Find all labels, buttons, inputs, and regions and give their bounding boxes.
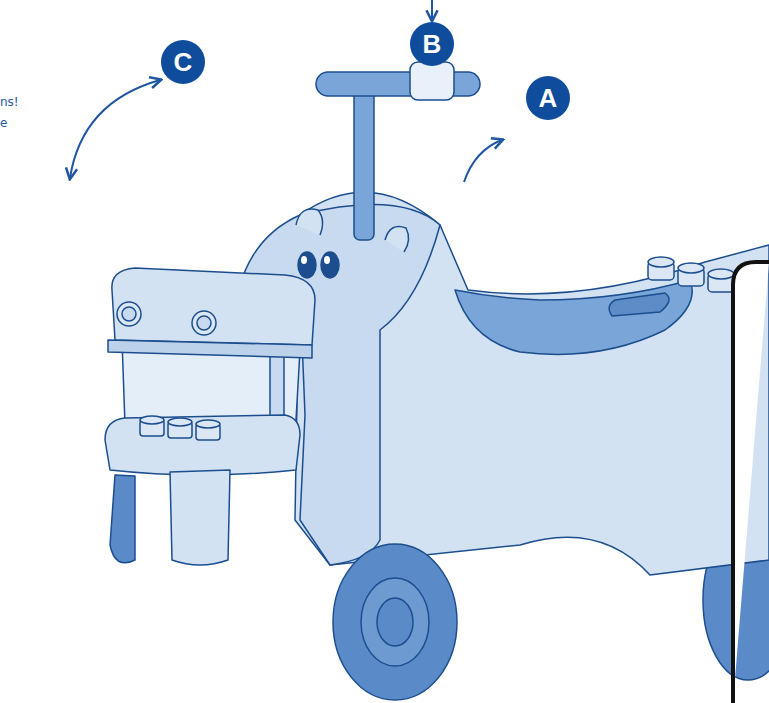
- front-wheel: [110, 475, 135, 563]
- press-arrow: [431, 0, 433, 20]
- head: [240, 205, 440, 565]
- jaw-edge: [108, 340, 312, 358]
- callout-letter: B: [412, 24, 452, 64]
- note-text: ns!: [0, 95, 19, 109]
- note-text: e: [0, 116, 7, 130]
- upper-jaw: [112, 268, 315, 345]
- handle-button: [410, 62, 454, 100]
- side-panel: [733, 262, 769, 703]
- callout-letter: C: [163, 42, 203, 82]
- eye: [321, 252, 339, 278]
- ear: [385, 227, 409, 253]
- top-studs: [648, 257, 734, 292]
- jaw-studs: [140, 416, 220, 440]
- caster: [170, 470, 230, 565]
- callout-circle: [161, 40, 205, 84]
- nostril-stud: [117, 302, 141, 326]
- callout-circle: [526, 76, 570, 120]
- lift-arrow: [464, 140, 502, 182]
- open-arrow: [70, 80, 160, 178]
- seat: [455, 280, 692, 354]
- handle-stem: [354, 90, 374, 240]
- nostril-stud: [192, 311, 216, 335]
- side-wheel: [333, 544, 457, 700]
- callout-circle: [410, 22, 454, 66]
- handle-bar: [316, 72, 480, 96]
- seat-slot: [609, 293, 669, 316]
- lower-jaw: [105, 415, 300, 475]
- eye: [298, 252, 316, 278]
- callout-letter: A: [528, 78, 568, 118]
- ear: [296, 209, 323, 235]
